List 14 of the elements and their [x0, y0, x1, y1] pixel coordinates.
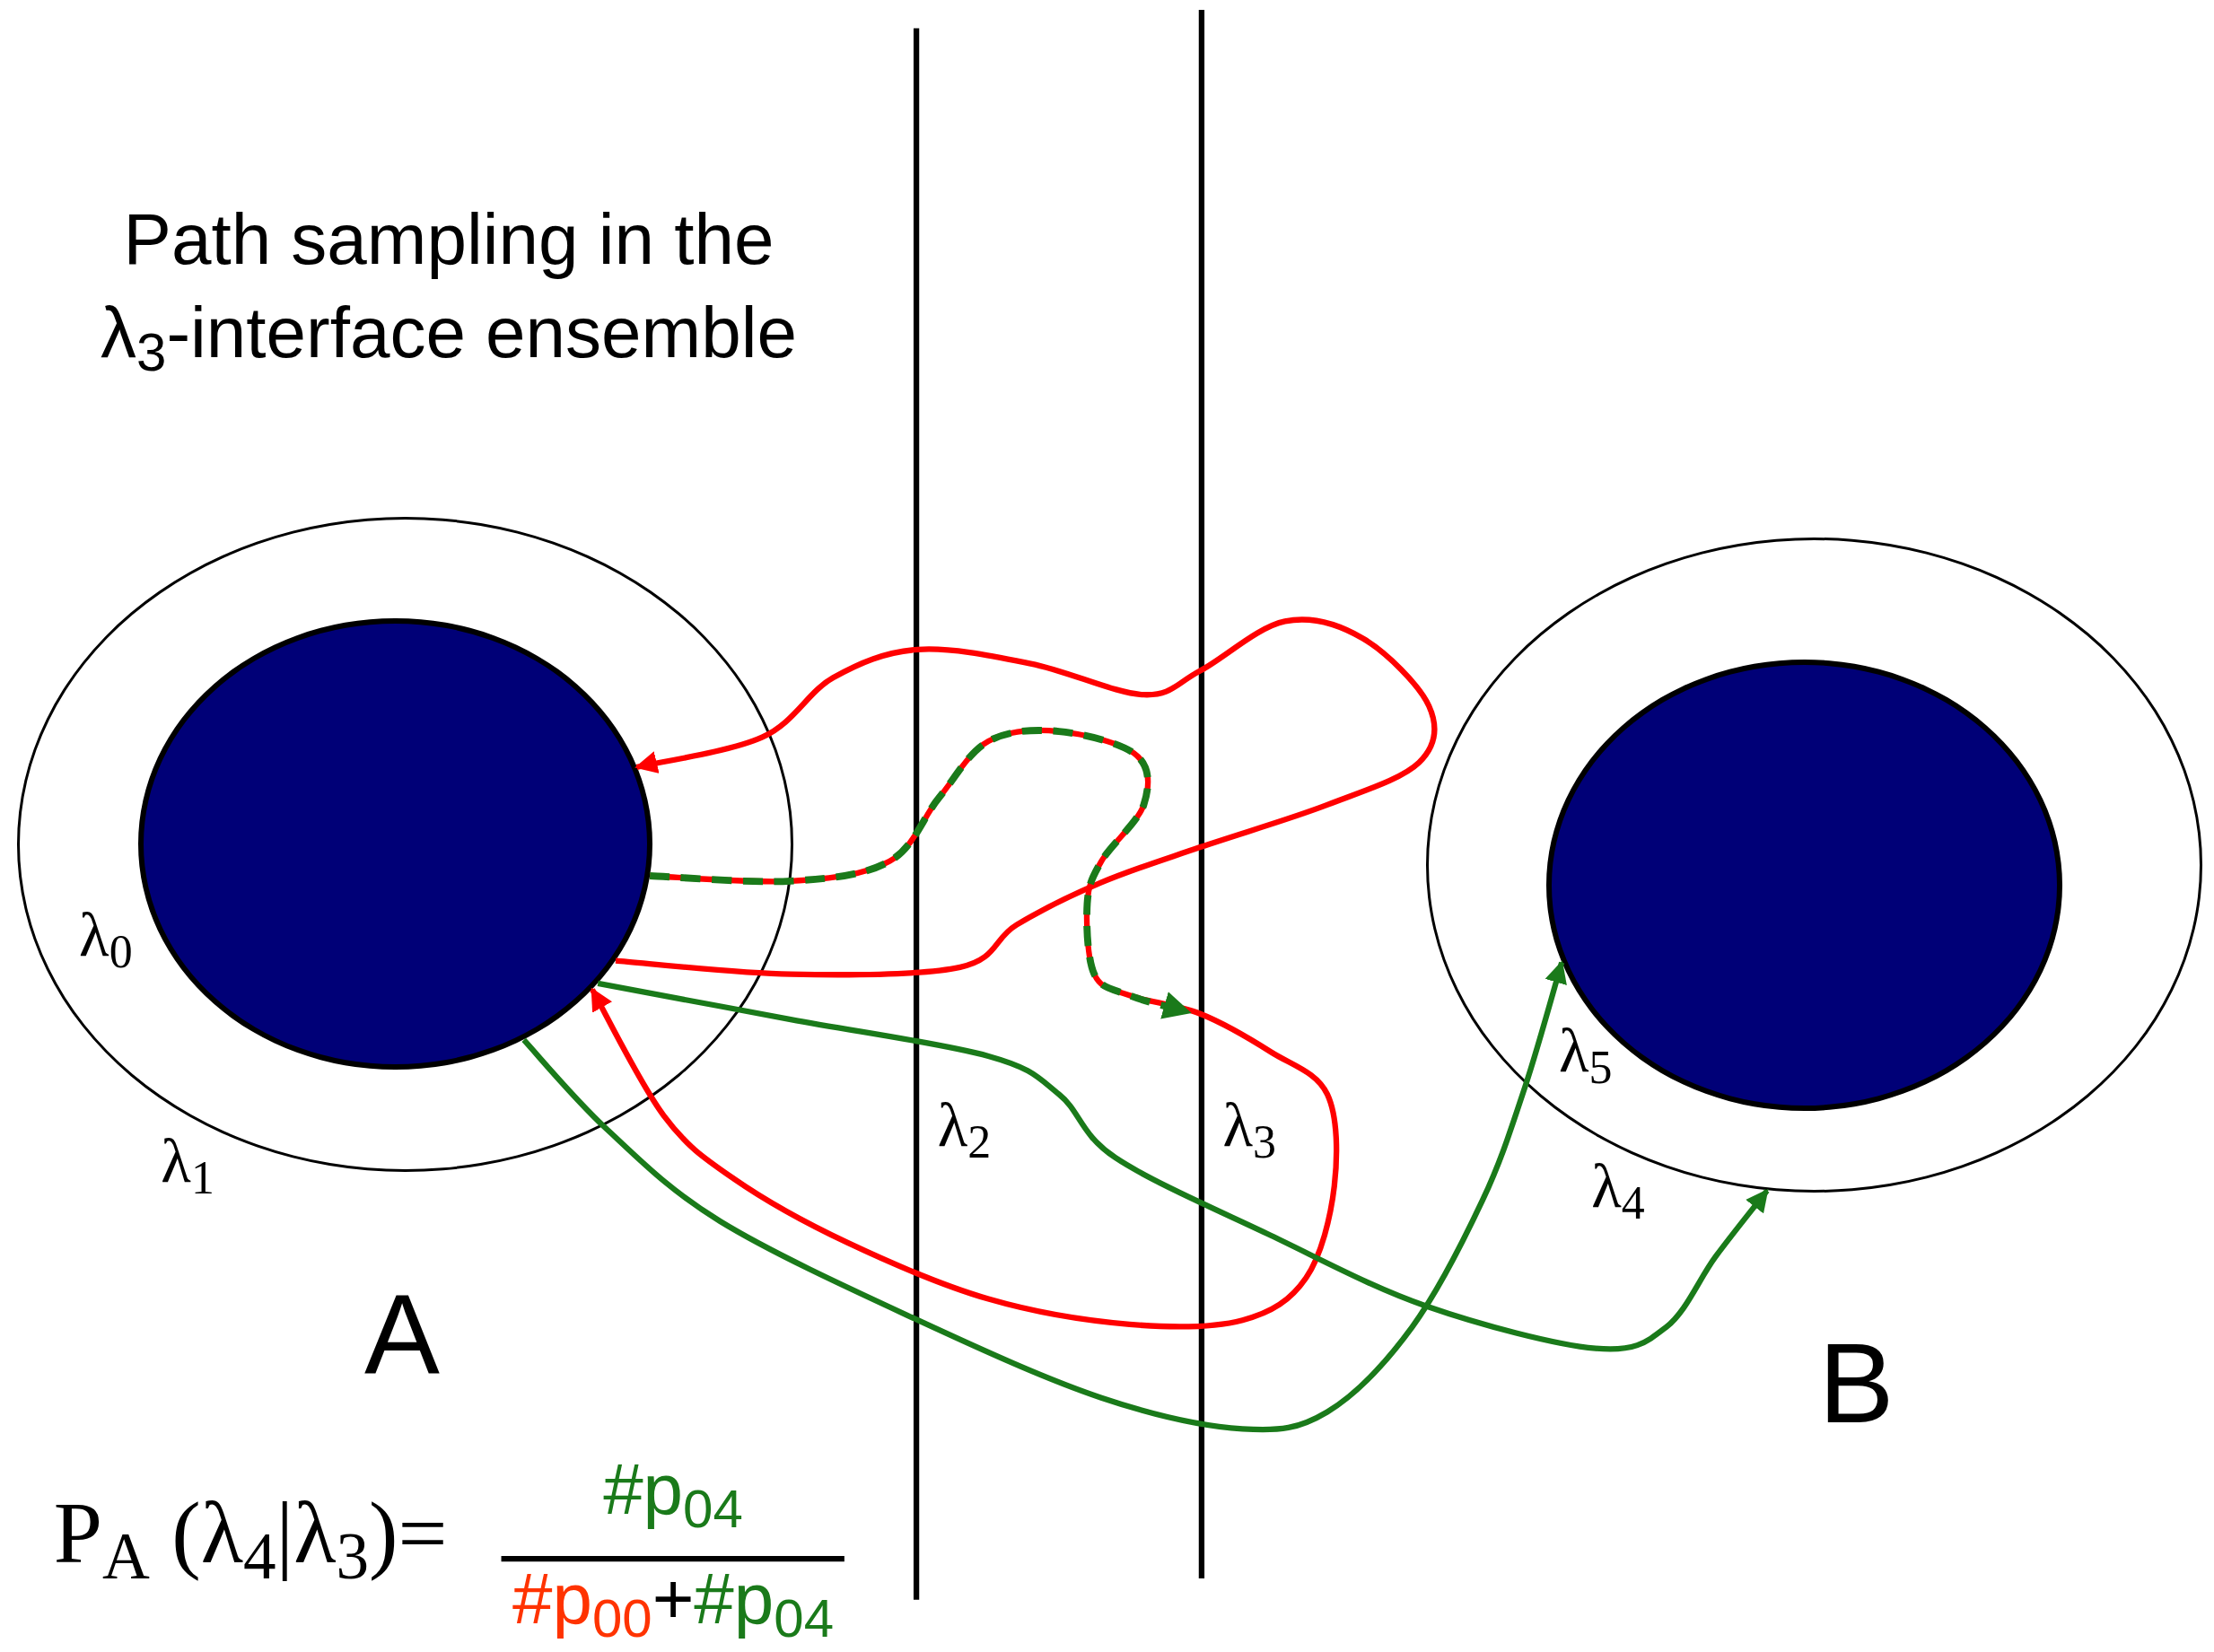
boundary-label: λ$_{0}$: [79, 903, 133, 966]
interface-label: λ$_{2}$: [937, 1094, 992, 1157]
formula-text: +: [652, 1563, 695, 1635]
boundary-label: λ$_{4}$: [1591, 1155, 1645, 1218]
path-arrow: [597, 980, 1770, 1352]
title: Path sampling in the λ$_{3}$-interface ensemble: [100, 198, 798, 380]
path-arrow: [521, 960, 1567, 1433]
boundary-label: λ$_{5}$: [1558, 1018, 1613, 1082]
interface-label: λ$_{3}$: [1222, 1094, 1276, 1157]
path-arrow: [615, 616, 1438, 978]
state-label: A: [363, 1277, 440, 1391]
boundary-label: λ$_{1}$: [161, 1129, 214, 1192]
state-label: B: [1818, 1326, 1895, 1440]
path-arrow: [649, 727, 1192, 1019]
